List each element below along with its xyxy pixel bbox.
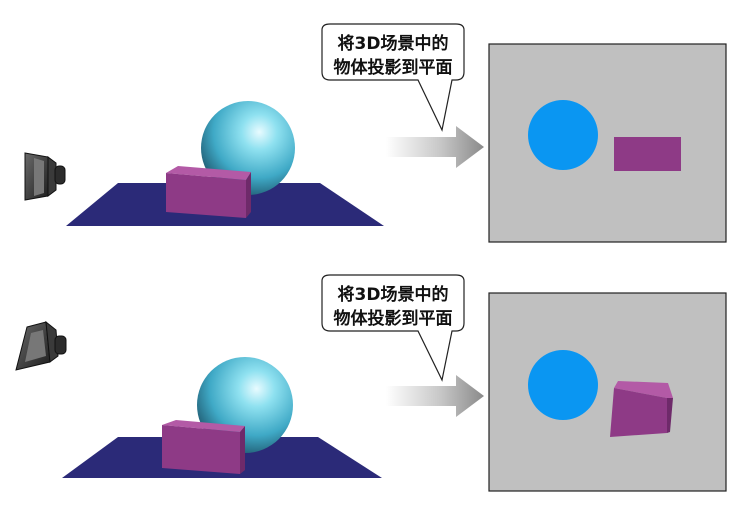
bubble-line-2: 物体投影到平面 — [334, 57, 453, 78]
speech-bubble: 将3D场景中的 物体投影到平面 — [321, 274, 465, 382]
projection-plane — [488, 43, 727, 243]
bubble-line-1: 将3D场景中的 — [338, 33, 449, 54]
projected-box — [610, 381, 673, 437]
arrow-right-icon — [386, 375, 484, 417]
bubble-line-2: 物体投影到平面 — [334, 308, 453, 329]
speech-bubble: 将3D场景中的 物体投影到平面 — [321, 23, 465, 132]
bubble-line-1: 将3D场景中的 — [338, 284, 449, 305]
panel-bottom: 将3D场景中的 物体投影到平面 — [15, 274, 727, 492]
box — [162, 420, 245, 474]
box — [166, 166, 251, 218]
panel-top: 将3D场景中的 物体投影到平面 — [24, 23, 727, 243]
scene-3d — [62, 357, 382, 478]
arrow-right-icon — [386, 126, 484, 168]
projection-plane — [488, 292, 727, 492]
projected-circle — [528, 100, 598, 170]
camera-icon — [15, 320, 67, 371]
scene-3d — [66, 101, 384, 226]
camera-icon — [24, 152, 66, 201]
projected-rectangle — [614, 137, 681, 171]
projected-circle — [528, 350, 598, 420]
